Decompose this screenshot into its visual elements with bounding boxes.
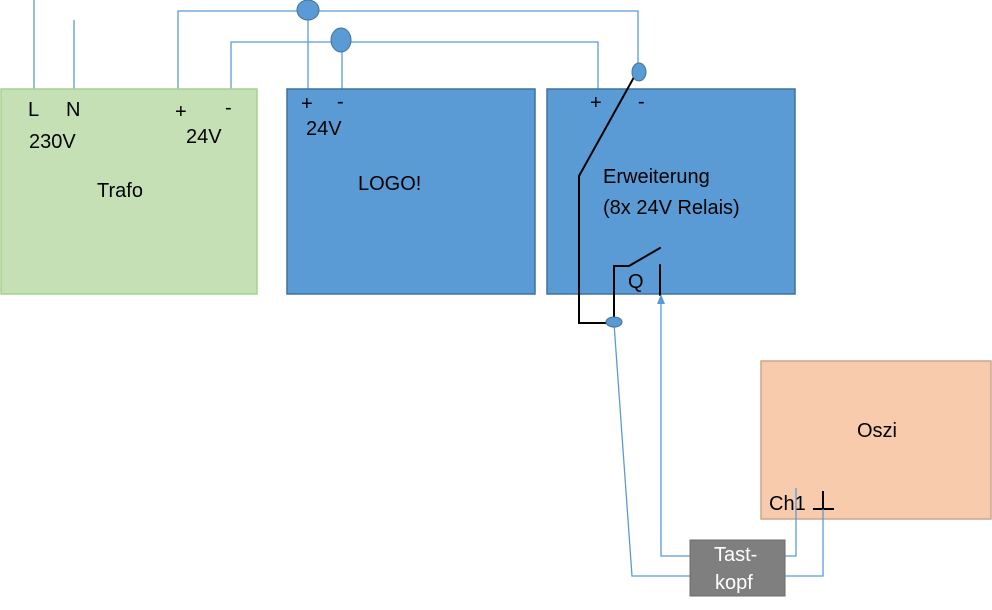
erweiterung-plus-label: +	[590, 92, 602, 114]
logo-plus-label: +	[301, 93, 313, 115]
trafo-minus-label: -	[225, 97, 232, 119]
trafo-title: Trafo	[97, 180, 143, 202]
logo-title: LOGO!	[358, 173, 421, 195]
erweiterung-title-line1: Erweiterung	[603, 166, 710, 188]
erweiterung-title-line2: (8x 24V Relais)	[603, 197, 740, 219]
junction-node	[605, 316, 623, 328]
logo-voltage: 24V	[306, 118, 342, 140]
trafo-l-label: L	[28, 99, 39, 121]
erweiterung-minus-label: -	[638, 91, 645, 113]
relay-contact	[578, 69, 661, 324]
mains-wires	[33, 0, 75, 89]
junction-node	[330, 27, 352, 53]
probe-label-line2: kopf	[715, 572, 753, 594]
tastkopf-block: Tast- kopf	[689, 539, 786, 597]
oszi-title: Oszi	[857, 420, 897, 442]
logo-block: + - 24V LOGO!	[286, 88, 536, 295]
trafo-n-label: N	[66, 99, 80, 121]
oszi-block: Oszi Ch1	[760, 360, 992, 520]
logo-minus-label: -	[337, 91, 344, 113]
trafo-plus-label: +	[175, 101, 187, 123]
oszi-channel-label: Ch1	[769, 493, 806, 515]
trafo-block: L N 230V + - 24V Trafo	[0, 88, 258, 295]
junction-nodes	[296, 0, 647, 328]
trafo-voltage-out: 24V	[186, 126, 222, 148]
junction-node	[631, 62, 647, 82]
supply-wires	[177, 10, 639, 89]
relay-q-label: Q	[628, 271, 644, 293]
trafo-voltage-in: 230V	[29, 131, 76, 153]
probe-wires	[613, 294, 824, 577]
probe-label-line1: Tast-	[714, 544, 757, 566]
junction-node	[296, 0, 320, 21]
erweiterung-block: + - Erweiterung (8x 24V Relais) Q	[546, 88, 796, 295]
